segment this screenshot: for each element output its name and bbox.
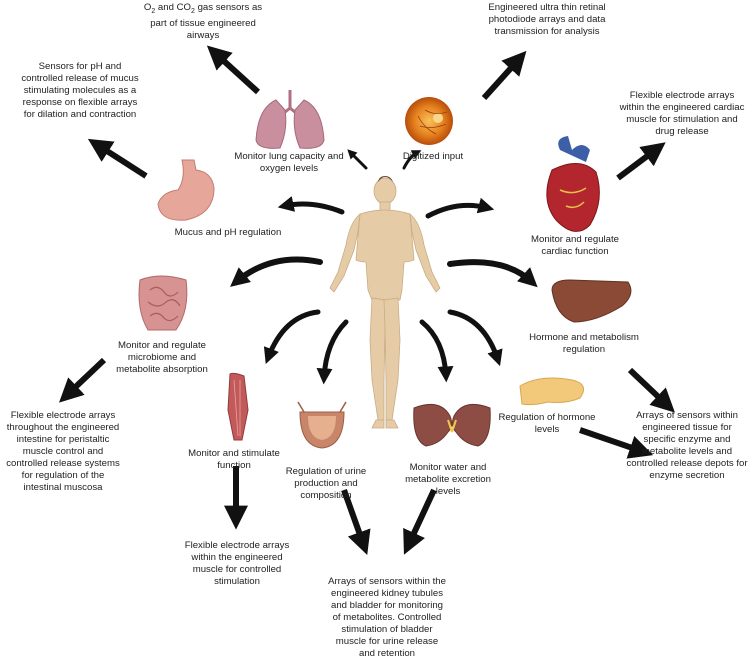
arrow-liver-outcome <box>627 367 675 413</box>
arrow-heart-outcome <box>616 142 666 181</box>
arrow-to-muscle <box>263 309 321 364</box>
muscle-icon <box>227 372 249 441</box>
lungs-outcome: O2 and CO2 gas sensors as part of tissue… <box>143 2 263 41</box>
liver-outcome: Arrays of sensors within engineered tiss… <box>626 410 748 481</box>
intestine-outcome: Flexible electrode arrays throughout the… <box>6 410 120 493</box>
bladder-label: Regulation of urine production and compo… <box>285 466 367 501</box>
arrow-to-kidney <box>419 319 454 383</box>
intestine-label: Monitor and regulate microbiome and meta… <box>116 340 208 375</box>
lungs-label: Monitor lung capacity and oxygen levels <box>234 151 344 174</box>
arrow-to-lungs <box>347 149 368 170</box>
arrow-bladder-outcome <box>341 488 371 556</box>
arrow-to-stomach <box>277 196 345 215</box>
arrow-to-bladder <box>316 319 349 385</box>
retina-icon <box>405 97 453 145</box>
body-to-organ-arrows <box>230 149 538 385</box>
heart-icon <box>546 136 600 232</box>
arrow-intestine-outcome <box>59 357 107 403</box>
kidney-bladder-outcome: Arrays of sensors within the engineered … <box>328 576 446 659</box>
arrow-eye-outcome <box>481 50 527 101</box>
bladder-icon <box>297 401 347 449</box>
intestine-icon <box>138 275 188 331</box>
stomach-outcome: Sensors for pH and controlled release of… <box>21 61 139 120</box>
muscle-label: Monitor and stimulate function <box>188 448 280 471</box>
kidney-icon <box>413 403 491 447</box>
stomach-icon <box>157 159 215 221</box>
arrow-to-eye <box>402 150 422 170</box>
eye-label: Digitized input <box>402 151 464 162</box>
arrow-kidney-outcome <box>403 488 437 555</box>
stomach-label: Mucus and pH regulation <box>174 227 282 238</box>
liver-icon <box>551 279 632 323</box>
arrow-to-pancreas <box>447 309 503 367</box>
human-body-figure <box>329 176 441 429</box>
arrow-to-heart <box>425 197 495 219</box>
outcome-arrows <box>59 45 675 556</box>
arrow-pancreas-outcome <box>579 427 654 459</box>
heart-label: Monitor and regulate cardiac function <box>531 234 619 257</box>
liver-label: Hormone and metabolism regulation <box>529 332 639 355</box>
arrow-stomach-outcome <box>87 138 148 179</box>
arrow-to-intestine <box>230 256 323 287</box>
pancreas-label: Regulation of hormone levels <box>498 412 596 435</box>
lungs-icon <box>255 90 325 149</box>
eye-outcome: Engineered ultra thin retinal photodiode… <box>488 2 606 37</box>
pancreas-icon <box>519 377 585 406</box>
heart-outcome: Flexible electrode arrays within the eng… <box>619 90 745 137</box>
arrow-to-liver <box>447 259 538 288</box>
kidney-label: Monitor water and metabolite excretion l… <box>405 462 491 497</box>
muscle-outcome: Flexible electrode arrays within the eng… <box>184 540 290 587</box>
arrow-lungs-outcome <box>206 45 261 95</box>
